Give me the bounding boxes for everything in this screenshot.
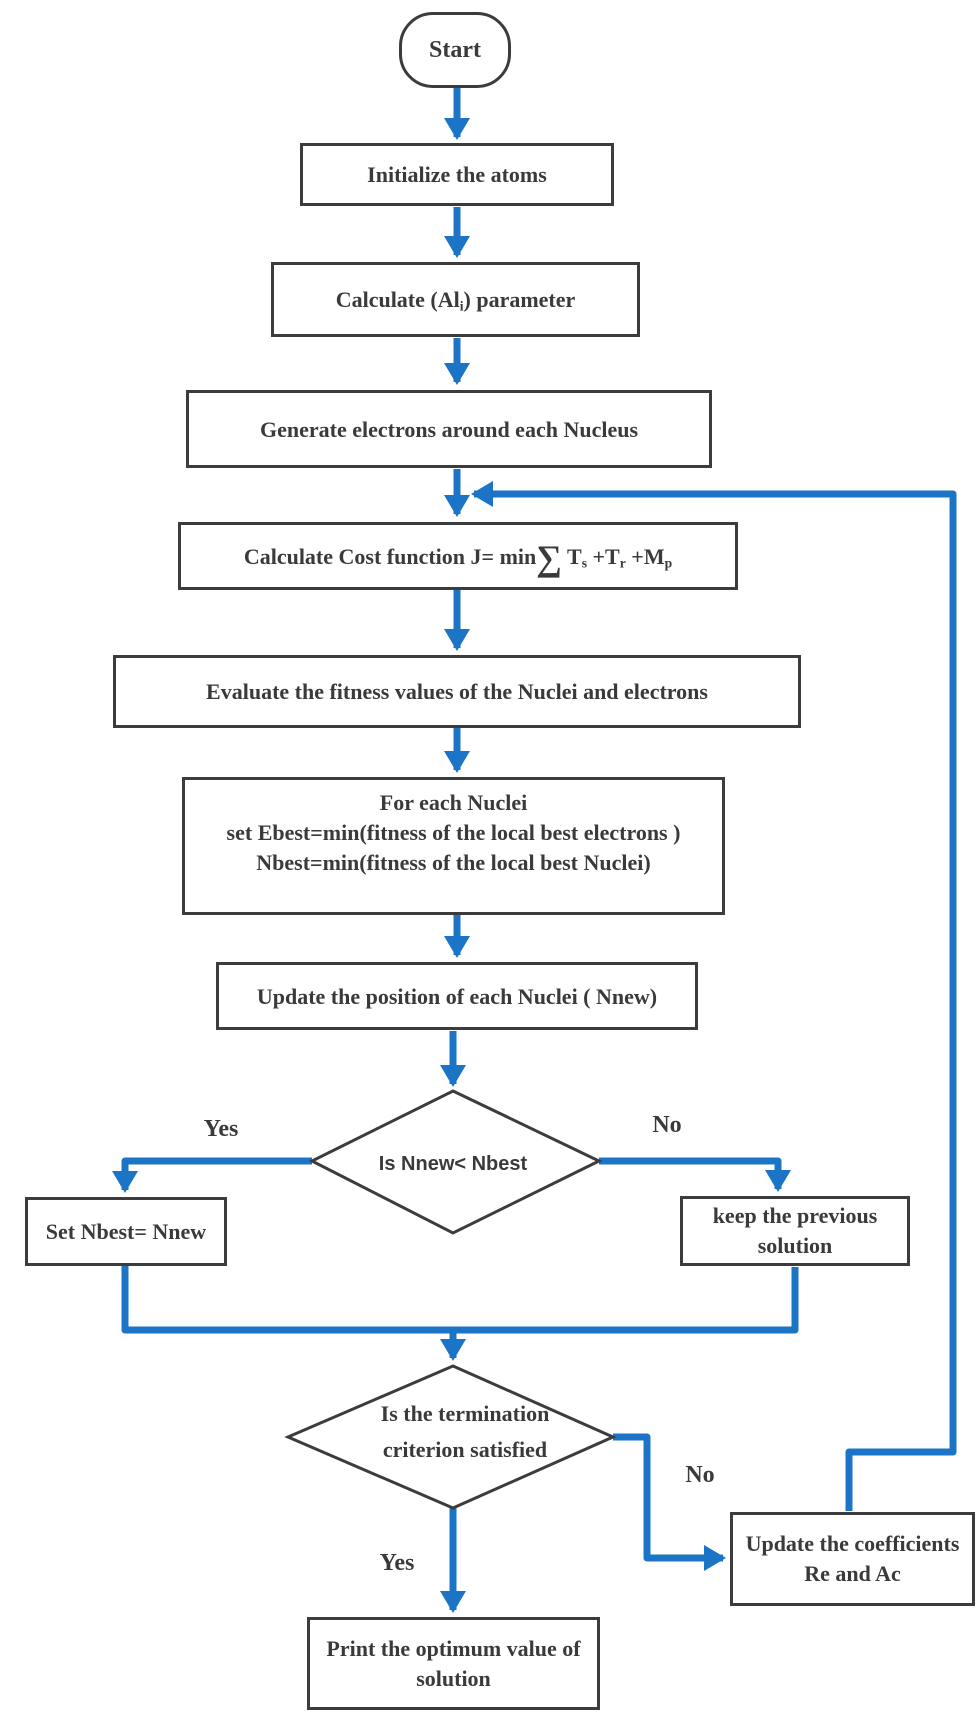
arrow-decision1-no: [599, 1157, 791, 1192]
process-calculate-ali: Calculate (Ali) parameter: [271, 262, 640, 337]
process-update-position: Update the position of each Nuclei ( Nne…: [216, 962, 698, 1030]
process-initialize-atoms-label: Initialize the atoms: [367, 162, 547, 187]
update-coefficients-line-2: Re and Ac: [804, 1561, 901, 1586]
process-cost-function-label: Calculate Cost function J= min∑ Ts +Tr +…: [243, 537, 673, 578]
for-each-line-3: Nbest=min(fitness of the local best Nucl…: [256, 850, 651, 875]
branch-label-no-2: No: [685, 1462, 715, 1488]
decision1-diamond: [308, 1089, 603, 1235]
print-solution-line-1: Print the optimum value of: [326, 1635, 581, 1661]
process-set-nbest-label: Set Nbest= Nnew: [45, 1219, 207, 1244]
process-for-each-nuclei: For each Nuclei set Ebest=min(fitness of…: [182, 777, 725, 915]
branch-label-yes-2: Yes: [379, 1550, 415, 1576]
keep-previous-line-1: keep the previous: [712, 1203, 878, 1228]
decision2-label: Is the termination criterion satisfied: [315, 1396, 615, 1468]
process-evaluate-fitness-label: Evaluate the fitness values of the Nucle…: [206, 679, 708, 704]
process-evaluate-fitness: Evaluate the fitness values of the Nucle…: [113, 655, 801, 728]
for-each-line-2: set Ebest=min(fitness of the local best …: [226, 820, 681, 845]
decision2-line-1: Is the termination: [380, 1401, 550, 1426]
process-generate-electrons: Generate electrons around each Nucleus: [186, 390, 712, 468]
process-initialize-atoms: Initialize the atoms: [300, 143, 614, 206]
for-each-line-1: For each Nuclei: [379, 790, 528, 815]
merge-line: [121, 1266, 799, 1334]
process-calculate-ali-label: Calculate (Ali) parameter: [335, 287, 576, 314]
decision1-label: Is Nnew< Nbest: [378, 1153, 528, 1175]
arrow-decision2-no: [613, 1433, 726, 1571]
arrow-decision1-yes: [112, 1157, 312, 1193]
process-print-solution: Print the optimum value of solution: [307, 1617, 600, 1710]
process-generate-electrons-label: Generate electrons around each Nucleus: [259, 416, 639, 442]
feedback-loop-line: [471, 481, 957, 1511]
process-update-position-label: Update the position of each Nuclei ( Nne…: [256, 983, 658, 1009]
process-cost-function: Calculate Cost function J= min∑ Ts +Tr +…: [178, 522, 738, 590]
sigma-symbol: ∑: [536, 537, 562, 578]
branch-label-no-1: No: [652, 1112, 682, 1138]
process-set-nbest: Set Nbest= Nnew: [25, 1197, 227, 1266]
decision2-diamond: [284, 1364, 617, 1510]
keep-previous-line-2: solution: [757, 1233, 833, 1258]
process-update-coefficients: Update the coefficients Re and Ac: [730, 1512, 975, 1606]
print-solution-line-2: solution: [416, 1665, 491, 1691]
start-terminator: Start: [399, 12, 511, 88]
decision2-line-2: criterion satisfied: [382, 1437, 548, 1462]
start-label: Start: [429, 36, 481, 63]
process-keep-previous: keep the previous solution: [680, 1196, 910, 1266]
branch-label-yes-1: Yes: [203, 1116, 239, 1142]
update-coefficients-line-1: Update the coefficients: [745, 1531, 960, 1556]
